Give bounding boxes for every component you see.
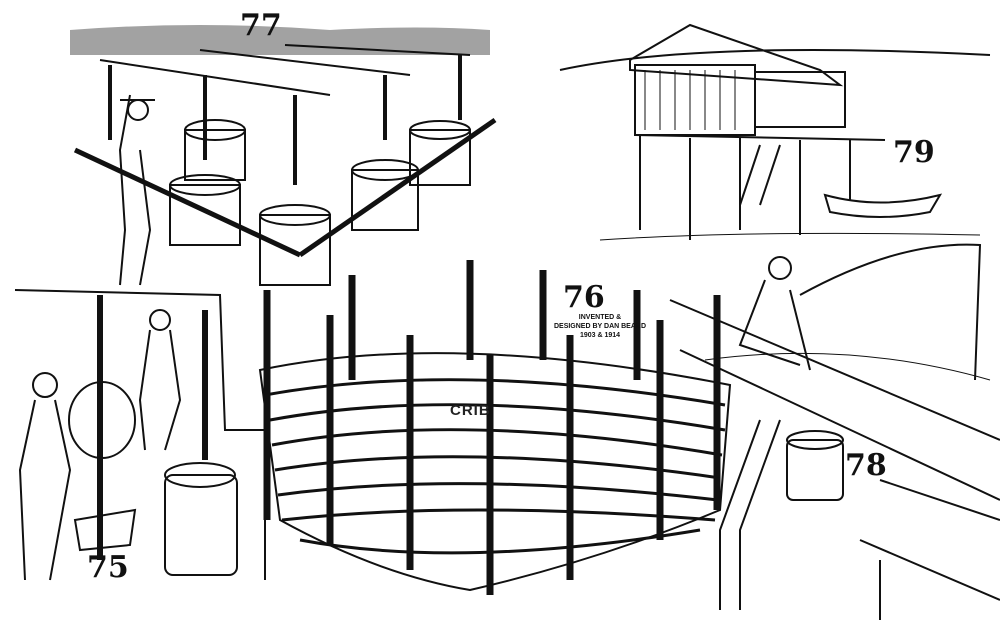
credit-line-1: INVENTED &: [578, 314, 622, 321]
barrel-lifting-drawing: [14, 289, 266, 581]
pier-fisherman-drawing: [669, 243, 1000, 620]
figure-number-79: 79: [893, 135, 935, 170]
barrel-dock-drawing: [70, 25, 497, 286]
designer-credit: INVENTED & DESIGNED BY DAN BEARD 1903 & …: [545, 313, 655, 340]
figure-number-78: 78: [845, 448, 887, 483]
crib-drawing: [258, 260, 732, 595]
figure-number-77: 77: [240, 8, 282, 43]
credit-line-2: DESIGNED BY DAN BEARD: [553, 323, 647, 330]
credit-line-3: 1903 & 1914: [579, 332, 621, 339]
figure-number-76: 76: [563, 280, 605, 315]
crib-label: CRIB: [450, 402, 491, 419]
stilt-house-drawing: [559, 23, 991, 241]
figure-number-75: 75: [87, 550, 129, 585]
